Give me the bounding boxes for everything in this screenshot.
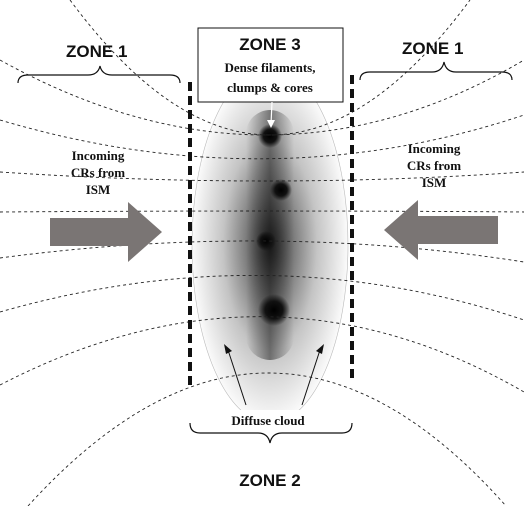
incoming-right-arrow <box>384 200 498 260</box>
zone3-desc-line2: clumps & cores <box>227 80 313 95</box>
field-line <box>0 240 524 263</box>
dense-core-2 <box>270 179 292 201</box>
field-line <box>69 0 471 136</box>
zone3-box <box>197 27 344 103</box>
zone3-desc-line1: Dense filaments, <box>225 60 316 75</box>
field-line <box>0 210 524 213</box>
dense-core-4 <box>258 294 290 326</box>
dense-core-1 <box>258 124 282 148</box>
incoming-left-line2: CRs from <box>71 165 125 180</box>
diffuse-pointer-right-head <box>316 344 324 354</box>
field-line <box>0 114 524 160</box>
field-line <box>0 316 524 393</box>
field-line <box>0 171 524 182</box>
diffuse-pointer-left-head <box>224 344 232 354</box>
incoming-left-arrow <box>50 202 162 262</box>
incoming-right-line1: Incoming <box>408 141 461 156</box>
incoming-right-line2: CRs from <box>407 158 461 173</box>
diffuse-cloud-label: Diffuse cloud <box>231 413 305 428</box>
diffuse-pointer-left <box>227 349 247 406</box>
field-line <box>27 372 507 506</box>
zone1-right-label: ZONE 1 <box>402 39 463 58</box>
zone1-right-brace <box>359 61 513 81</box>
zone2-brace <box>189 422 353 444</box>
zone3-pointer-head <box>267 120 275 128</box>
diffuse-pointer-right <box>301 349 321 406</box>
incoming-left-line1: Incoming <box>72 148 125 163</box>
field-line <box>0 274 524 321</box>
zone3-label: ZONE 3 <box>239 35 300 54</box>
incoming-left-line3: ISM <box>86 182 111 197</box>
diffuse-label-bg <box>212 410 324 430</box>
zone1-left-brace <box>17 65 181 84</box>
zone2-label: ZONE 2 <box>239 471 300 490</box>
zone1-left-label: ZONE 1 <box>66 42 127 61</box>
incoming-right-line3: ISM <box>422 175 447 190</box>
